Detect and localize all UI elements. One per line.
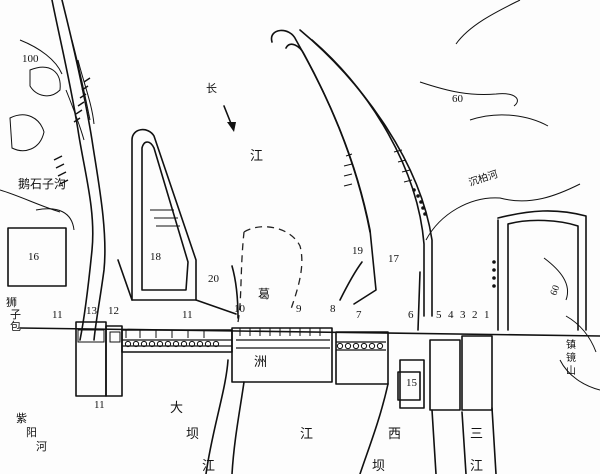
structure-9: 9	[296, 303, 302, 315]
label-ba: 坝	[186, 427, 199, 442]
gezhou-island-contour	[237, 226, 303, 323]
unit-circles	[124, 340, 384, 350]
structure-8: 8	[330, 303, 336, 315]
svg-text:子: 子	[10, 308, 21, 321]
svg-text:紫: 紫	[16, 412, 27, 425]
label-jiang-south-mid: 江	[300, 427, 313, 442]
structure-3: 3	[460, 309, 466, 321]
label-jiang-north: 江	[250, 149, 263, 164]
training-wall	[270, 29, 433, 317]
structure-15-outline	[399, 359, 425, 409]
contour-100: 100	[22, 53, 39, 65]
lower-guide-walls	[205, 261, 497, 474]
label-shizibao: 狮 子 包	[6, 296, 21, 333]
structure-1: 1	[484, 309, 490, 321]
label-jiang-south-left: 江	[202, 459, 215, 474]
structure-11-left: 11	[52, 309, 63, 321]
svg-text:阳: 阳	[26, 426, 37, 439]
label-yubaihe: 沉柏河	[467, 167, 500, 189]
structure-5: 5	[436, 309, 442, 321]
svg-text:河: 河	[36, 440, 47, 453]
svg-text:镜: 镜	[566, 351, 576, 364]
left-bank-terrain	[0, 0, 106, 341]
structure-7: 7	[356, 309, 362, 321]
label-zhou-ge: 葛	[258, 287, 270, 301]
structure-10: 10	[234, 303, 246, 315]
structure-11: 11	[182, 309, 193, 321]
label-xi: 西	[388, 427, 401, 442]
hatch-strip-left	[53, 77, 91, 185]
right-bank-terrain	[0, 0, 600, 391]
structure-17: 17	[388, 253, 400, 265]
dotted-chain	[412, 188, 496, 288]
contour-60-a: 60	[452, 93, 464, 105]
label-chang: 长	[206, 82, 217, 95]
svg-text:包: 包	[10, 320, 21, 333]
svg-text:镇: 镇	[566, 338, 576, 351]
label-zhou: 洲	[254, 355, 267, 370]
label-zhenjingshan: 镇 镜 山	[566, 338, 576, 377]
structure-16: 16	[28, 251, 40, 263]
flow-arrow-head	[227, 122, 236, 132]
label-ba-right: 坝	[372, 459, 385, 474]
label-jiang-right: 江	[470, 459, 483, 474]
structure-2: 2	[472, 309, 478, 321]
structure-12: 12	[108, 305, 119, 317]
contour-60-b: 60	[548, 284, 562, 297]
dam-blocks	[75, 321, 493, 411]
label-zigehe: 紫 阳 河	[16, 412, 47, 453]
structure-11-lower: 11	[94, 399, 105, 411]
label-san: 三	[470, 427, 483, 442]
structure-19: 19	[352, 245, 364, 257]
spillway-ticks	[125, 328, 321, 338]
structure-18-wedge	[117, 128, 237, 315]
svg-text:狮: 狮	[6, 296, 17, 309]
structure-4: 4	[448, 309, 454, 321]
label-da: 大	[170, 401, 183, 416]
structure-15: 15	[406, 377, 418, 389]
structure-6: 6	[408, 309, 414, 321]
svg-text:山: 山	[566, 365, 576, 377]
structure-16-outline	[7, 227, 67, 287]
label-geshizigou: 鹅石子沟	[18, 177, 66, 191]
structure-20: 20	[208, 273, 220, 285]
structure-13: 13	[86, 305, 98, 317]
structure-18: 18	[150, 251, 162, 263]
